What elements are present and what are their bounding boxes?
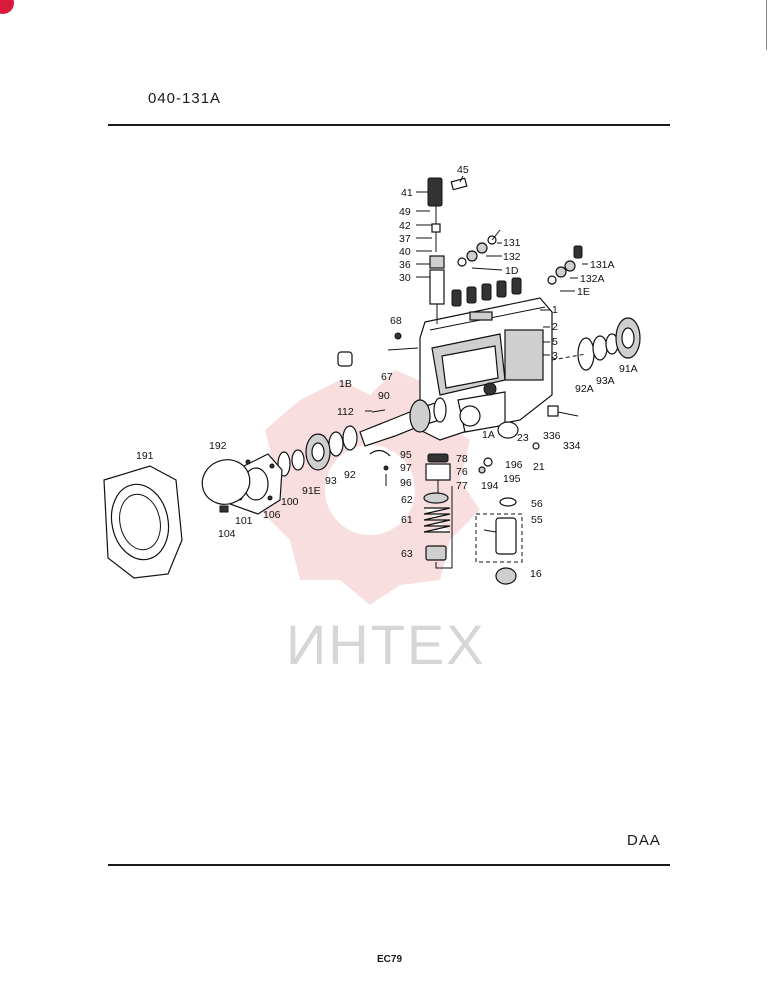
- gasket: [201, 459, 251, 513]
- callout-131a: 131A: [590, 259, 615, 271]
- callout-23: 23: [517, 432, 529, 444]
- callout-92a: 92A: [575, 383, 594, 395]
- plunger-spring-assembly: [423, 453, 453, 569]
- callout-68: 68: [390, 315, 402, 327]
- callout-63: 63: [401, 548, 413, 560]
- callout-1a: 1A: [482, 429, 495, 441]
- callout-labels: 45 41 49 42 37 40 36 30 131 132 1D 131A …: [136, 164, 638, 580]
- callout-336: 336: [543, 430, 561, 442]
- callout-49: 49: [399, 206, 411, 218]
- callout-192: 192: [209, 440, 227, 452]
- callout-95: 95: [400, 449, 412, 461]
- callout-104: 104: [218, 528, 236, 540]
- callout-101: 101: [235, 515, 253, 527]
- callout-91a: 91A: [619, 363, 638, 375]
- tappet-parts: [369, 449, 391, 486]
- callout-5: 5: [552, 336, 558, 348]
- callout-92: 92: [344, 469, 356, 481]
- callout-16: 16: [530, 568, 542, 580]
- callout-67: 67: [381, 371, 393, 383]
- callout-90: 90: [378, 390, 390, 402]
- page-edge-mark: [766, 0, 767, 50]
- stud-and-plug: [337, 332, 419, 367]
- callout-112: 112: [337, 406, 354, 418]
- callout-61: 61: [401, 514, 413, 526]
- footer-code: DAA: [627, 832, 661, 849]
- left-bearing-stack: [277, 425, 358, 477]
- callout-195: 195: [503, 473, 521, 485]
- mounting-bolts: [547, 405, 579, 417]
- callout-62: 62: [401, 494, 413, 506]
- footer-rule: [108, 864, 670, 866]
- callout-97: 97: [400, 462, 412, 474]
- fuel-pipe-fittings: [457, 229, 583, 285]
- callout-96: 96: [400, 477, 412, 489]
- callout-2: 2: [552, 321, 558, 333]
- callout-131: 131: [503, 237, 521, 249]
- callout-37: 37: [399, 233, 411, 245]
- callout-45: 45: [457, 164, 469, 176]
- callout-334: 334: [563, 440, 581, 452]
- callout-132a: 132A: [580, 273, 605, 285]
- callout-1e: 1E: [577, 286, 590, 298]
- callout-55: 55: [531, 514, 543, 526]
- callout-194: 194: [481, 480, 499, 492]
- small-fittings: [478, 421, 540, 474]
- leader-lines: [365, 175, 588, 412]
- callout-93: 93: [325, 475, 337, 487]
- camshaft: [359, 397, 447, 447]
- callout-21: 21: [533, 461, 545, 473]
- watermark-text: ИНТЕХ: [286, 613, 486, 676]
- callout-93a: 93A: [596, 375, 615, 387]
- callout-30: 30: [399, 272, 411, 284]
- callout-1d: 1D: [505, 265, 519, 277]
- callout-91e: 91E: [302, 485, 321, 497]
- callout-100: 100: [281, 496, 299, 508]
- callout-36: 36: [399, 259, 411, 271]
- header-rule: [108, 124, 670, 126]
- delivery-valve-holders: [451, 277, 522, 321]
- callout-76: 76: [456, 466, 468, 478]
- callout-1b: 1B: [339, 378, 352, 390]
- callout-1: 1: [552, 304, 558, 316]
- callout-196: 196: [505, 459, 523, 471]
- callout-191: 191: [136, 450, 154, 462]
- governor-valve-stack: [427, 177, 468, 324]
- timer-housing: [103, 465, 183, 579]
- callout-132: 132: [503, 251, 521, 263]
- callout-77: 77: [456, 480, 468, 492]
- right-bearing-stack: [551, 317, 641, 371]
- callout-56: 56: [531, 498, 543, 510]
- callout-42: 42: [399, 220, 411, 232]
- header-code: 040-131A: [148, 90, 222, 107]
- callout-78: 78: [456, 453, 468, 465]
- callout-106: 106: [263, 509, 281, 521]
- callout-3: 3: [552, 350, 558, 362]
- callout-40: 40: [399, 246, 411, 258]
- corner-badge-icon: [0, 0, 14, 14]
- callout-41: 41: [401, 187, 413, 199]
- page-number: EC79: [377, 954, 403, 965]
- feed-pump-assembly: [475, 497, 523, 585]
